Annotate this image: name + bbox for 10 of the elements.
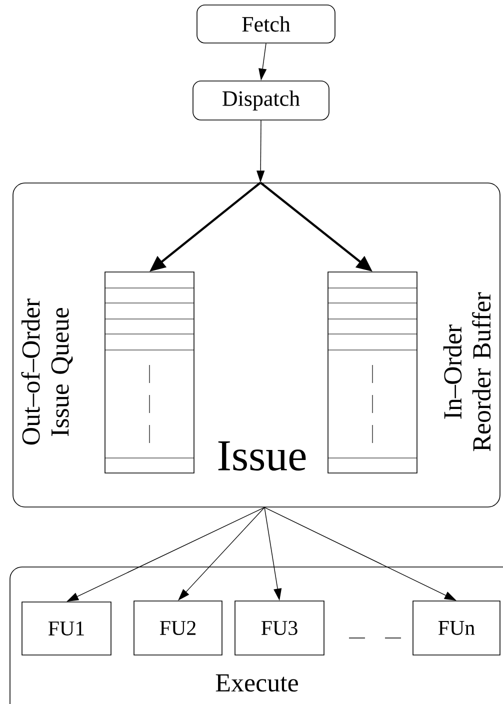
stage-box: Fetch — [196, 4, 336, 44]
queue-label: In–Order Reorder Buffer — [443, 292, 491, 452]
unit-box: FU1 — [22, 602, 112, 656]
stage-label: Execute — [216, 674, 298, 692]
stage-box: Dispatch — [192, 80, 330, 120]
unit-box: FUn — [412, 600, 500, 656]
queue-label: Out–of–Order Issue Queue — [21, 298, 73, 445]
stage-label: Issue — [218, 441, 306, 471]
unit-box: FU2 — [134, 600, 222, 656]
unit-box: FU3 — [234, 600, 324, 656]
